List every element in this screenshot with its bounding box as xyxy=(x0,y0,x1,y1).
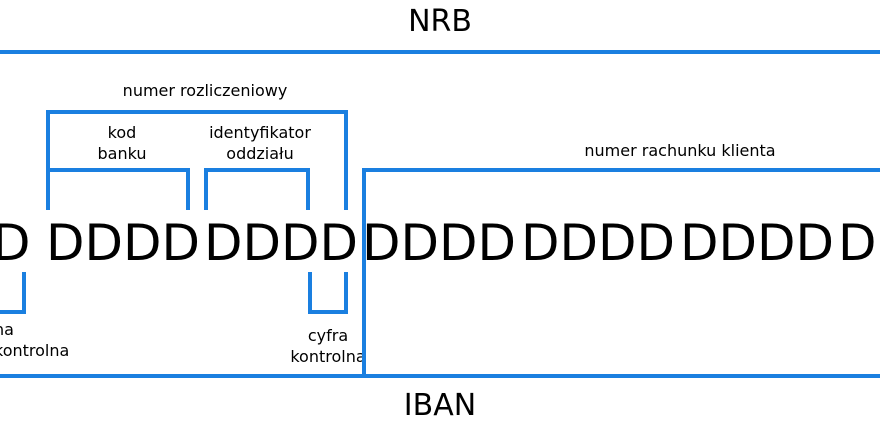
digits-leading-partial: D xyxy=(0,214,31,272)
digits-trailing-partial: D xyxy=(838,214,877,272)
bank-code-label: kod banku xyxy=(97,123,147,163)
check-digit-label: cyfra kontrolna xyxy=(290,326,366,366)
customer-account-label: numer rachunku klienta xyxy=(584,141,776,160)
iban-title: IBAN xyxy=(403,388,477,423)
left-check-digits-label: na kontrolna xyxy=(0,320,70,360)
digits-bank-code: DDDD xyxy=(46,214,201,272)
digits-account-1: DDDD xyxy=(362,214,517,272)
branch-id-label: identyfikator oddziału xyxy=(209,123,311,163)
digits-branch: DDDD xyxy=(204,214,359,272)
digits-account-2: DDDD xyxy=(521,214,676,272)
settlement-number-label: numer rozliczeniowy xyxy=(122,81,288,100)
digits-account-3: DDDD xyxy=(680,214,835,272)
nrb-title: NRB xyxy=(408,4,472,39)
